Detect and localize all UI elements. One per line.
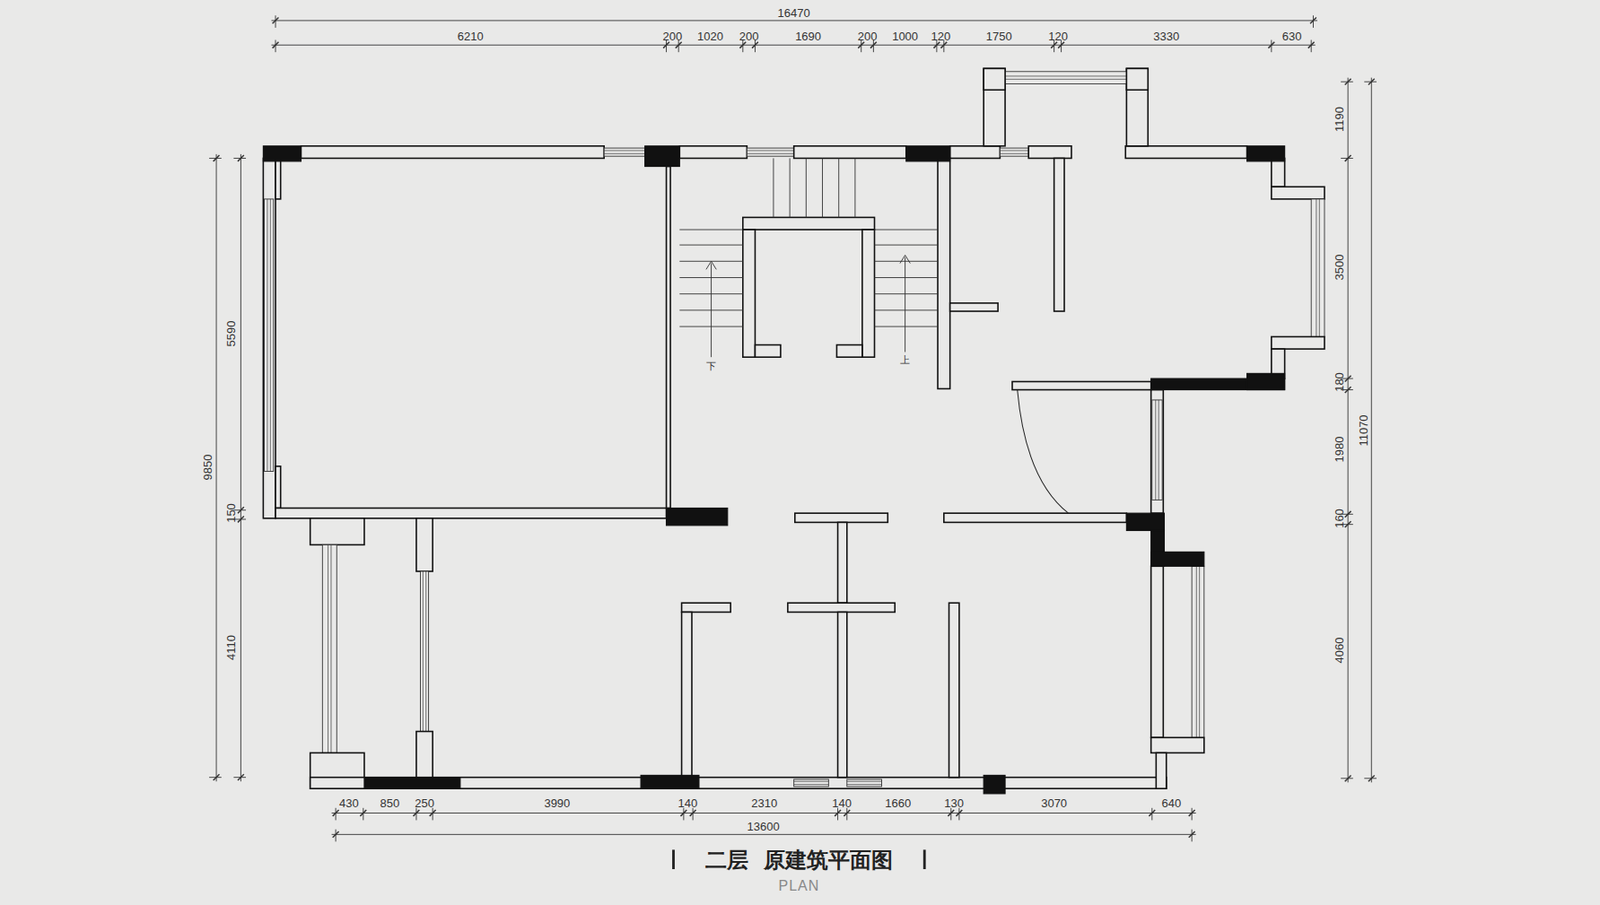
dimension-value: 9850 (201, 454, 213, 481)
title-bar (923, 849, 927, 870)
dimension-value: 11070 (1357, 414, 1370, 446)
dimension-value: 2310 (751, 796, 778, 809)
dimension-value: 180 (1332, 373, 1345, 394)
dimension-value: 640 (1162, 796, 1182, 809)
dimension-value: 4060 (1332, 638, 1345, 665)
plan-caption: PLAN (778, 879, 820, 894)
dimension-value: 13600 (746, 821, 779, 833)
stair-direction: 上 (900, 355, 910, 366)
title-bar (672, 849, 675, 870)
dimension-value: 3330 (1153, 29, 1180, 42)
dimension-value: 16470 (778, 6, 811, 18)
dimension-value: 130 (944, 796, 964, 809)
dimension-value: 3990 (543, 796, 570, 809)
stair-direction: 下 (706, 361, 717, 372)
dimension-value: 3500 (1332, 253, 1345, 280)
plan-title: 二层 原建筑平面图 (705, 849, 893, 872)
dimension-value: 1190 (1332, 106, 1345, 132)
dimension-value: 3070 (1040, 796, 1067, 809)
dimension-value: 1000 (891, 29, 919, 42)
dimension-value: 200 (663, 29, 683, 42)
dimension-value: 200 (739, 29, 760, 42)
stair-treads (679, 157, 938, 358)
dimension-value: 6210 (457, 29, 484, 42)
dimension-value: 1690 (795, 29, 822, 42)
dimension-lines (209, 15, 1377, 842)
dimension-value: 1980 (1332, 437, 1345, 464)
dimension-value: 120 (1048, 29, 1068, 42)
dimension-value: 4110 (224, 635, 237, 661)
dimension-value: 630 (1282, 29, 1303, 42)
dimension-value: 200 (857, 29, 878, 42)
dimension-value: 850 (380, 796, 401, 809)
dimension-value: 160 (1332, 508, 1345, 529)
dimension-value: 140 (678, 796, 699, 809)
dimension-value: 1660 (884, 796, 911, 809)
dimension-value: 5590 (224, 320, 237, 347)
dimension-value: 1750 (986, 29, 1013, 42)
dimension-value: 140 (831, 796, 852, 809)
dimension-value: 120 (931, 29, 952, 42)
dimension-value: 430 (339, 796, 359, 809)
walls (262, 68, 1325, 794)
dimension-value: 1020 (697, 29, 724, 42)
dimension-value: 250 (414, 796, 435, 809)
dimension-value: 150 (224, 503, 237, 524)
